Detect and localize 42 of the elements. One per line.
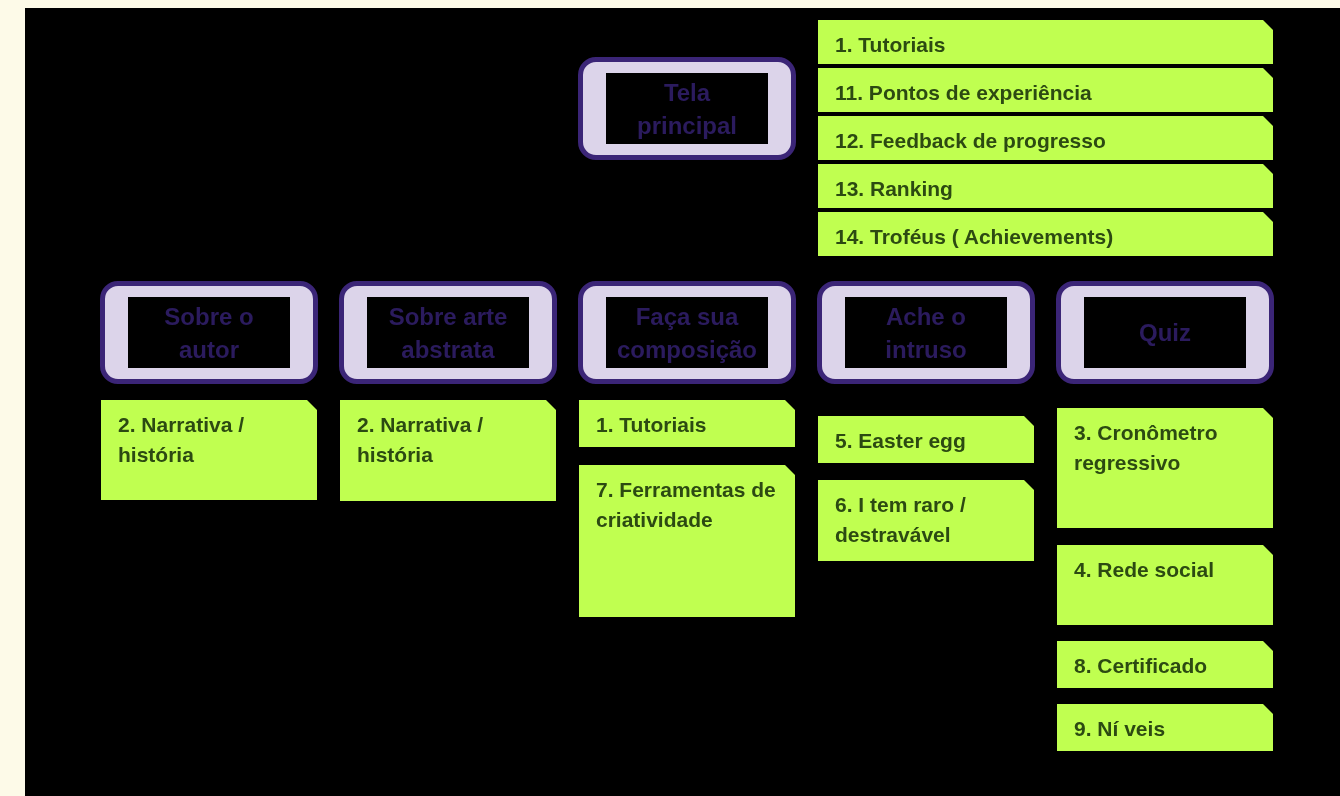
screen-box xyxy=(100,281,318,384)
screen-title: Sobre o autor xyxy=(163,301,255,365)
sticky-note xyxy=(818,116,1273,160)
sticky-note xyxy=(818,480,1034,561)
note-text: 11. Pontos de experiência xyxy=(835,80,1093,106)
sticky-note xyxy=(818,212,1273,256)
sticky-note xyxy=(1057,641,1273,688)
sticky-note xyxy=(818,416,1034,463)
screen-title: Sobre arte abstrata xyxy=(387,301,509,365)
note-text: 8. Certificado xyxy=(1074,653,1209,679)
screen-box xyxy=(817,281,1035,384)
screen-box xyxy=(1056,281,1274,384)
sticky-note xyxy=(579,465,795,617)
sticky-note xyxy=(1057,408,1273,528)
note-text: 5. Easter egg xyxy=(835,428,967,454)
sticky-note xyxy=(818,20,1273,64)
screen-box xyxy=(578,57,796,160)
sticky-note xyxy=(101,400,317,500)
note-text: 6. I tem raro / destravável xyxy=(835,492,967,548)
sticky-note xyxy=(340,400,556,501)
sticky-note xyxy=(579,400,795,447)
screen-title: Tela principal xyxy=(636,77,738,141)
note-text: 14. Troféus ( Achievements) xyxy=(835,224,1115,250)
sticky-note xyxy=(818,68,1273,112)
note-text: 12. Feedback de progresso xyxy=(835,128,1107,154)
note-text: 13. Ranking xyxy=(835,176,954,202)
sticky-note xyxy=(1057,704,1273,751)
note-text: 1. Tutoriais xyxy=(596,412,708,438)
screen-box xyxy=(578,281,796,384)
screen-title: Ache o intruso xyxy=(884,301,968,365)
note-text: 2. Narrativa / história xyxy=(357,412,485,468)
sticky-note xyxy=(1057,545,1273,625)
note-text: 3. Cronômetro regressivo xyxy=(1074,420,1219,476)
note-text: 1. Tutoriais xyxy=(835,32,947,58)
note-text: 2. Narrativa / história xyxy=(118,412,246,468)
note-text: 9. Ní veis xyxy=(1074,716,1167,742)
screen-title: Quiz xyxy=(1138,318,1192,348)
note-text: 4. Rede social xyxy=(1074,557,1216,583)
note-text: 7. Ferramentas de criatividade xyxy=(596,477,777,533)
screen-title: Faça sua composição xyxy=(616,301,759,365)
screen-box xyxy=(339,281,557,384)
sticky-note xyxy=(818,164,1273,208)
